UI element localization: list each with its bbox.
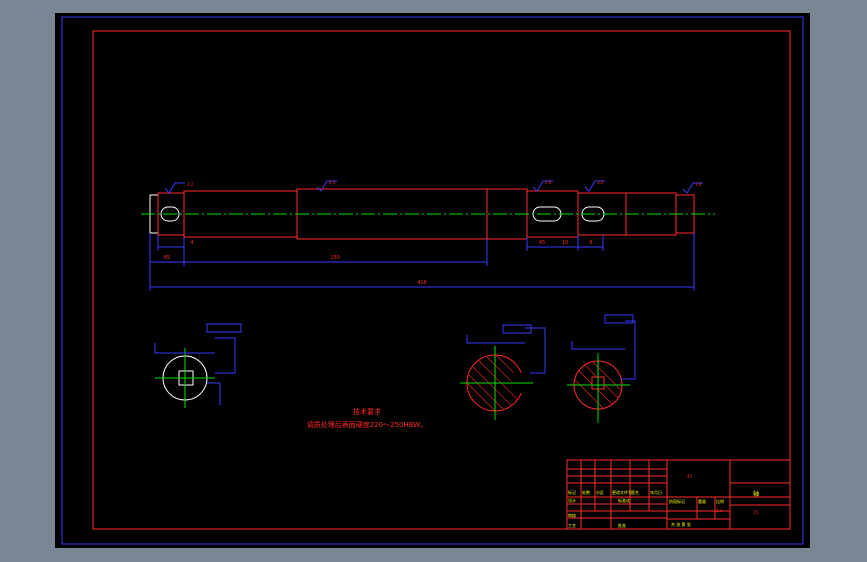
dim-left-small: 4 [190,240,193,246]
roughness-2: 6.3 [329,180,336,185]
dim-right-small-2: 6 [589,240,592,246]
tb-process: 工艺 [568,523,576,528]
tb-date: 年月日 [650,489,662,495]
dim-middle: 150 [330,255,340,261]
dim-overall: 418 [417,280,427,286]
tb-scale-value: 1:1 [716,508,723,513]
tb-stage-mark: 阶段标记 [669,498,685,504]
roughness-1: 3.2 [187,182,194,187]
tb-sheet: 共 张 第 张 [671,521,691,527]
tb-mark: 标记 [568,489,576,495]
tb-review: 审核 [568,512,576,518]
cad-drawing-viewport[interactable]: 418 150 65 4 45 10 6 3.2 6.3 1.6 3.2 1.6 [55,13,810,548]
main-dimensions [149,233,695,291]
dim-right-small-1: 10 [562,240,568,246]
tb-approve: 批准 [618,522,626,528]
tech-req-title: 技术要求 [353,407,381,416]
tb-company: 15 [753,510,759,515]
title-block [566,459,791,530]
tb-part-name: 轴 [753,490,759,498]
section-view-right [567,314,636,423]
roughness-5: 1.6 [695,182,702,187]
tb-scale: 比例 [716,498,724,504]
roughness-4: 3.2 [597,180,604,185]
keyway-left [160,206,180,222]
tb-zone: 分区 [596,489,604,495]
tb-design: 设计 [568,497,576,503]
outer-frame [61,16,804,545]
tb-change-doc: 更改文件号 [612,489,632,495]
tb-sign: 签名 [631,489,639,495]
dim-keyway-right: 45 [539,240,545,246]
tb-count: 处数 [582,489,590,495]
tb-weight: 重量 [698,498,706,504]
shaft-drawing: 418 150 65 4 45 10 6 3.2 6.3 1.6 3.2 1.6 [61,16,804,545]
inner-frame [92,30,791,530]
title-block-text: 标记 处数 分区 更改文件号 签名 年月日 设计 标准化 审核 工艺 批准 阶段… [568,474,759,528]
roughness-symbols [164,180,703,194]
roughness-3: 1.6 [545,180,552,185]
section-view-middle [460,324,546,420]
tb-standardize: 标准化 [618,497,630,503]
tech-req-line1: 调质处理后表面硬度220～250HBW。 [307,420,427,429]
tb-material: 45 [687,474,693,479]
section-view-left [154,323,242,408]
dim-left-step: 65 [164,255,170,261]
